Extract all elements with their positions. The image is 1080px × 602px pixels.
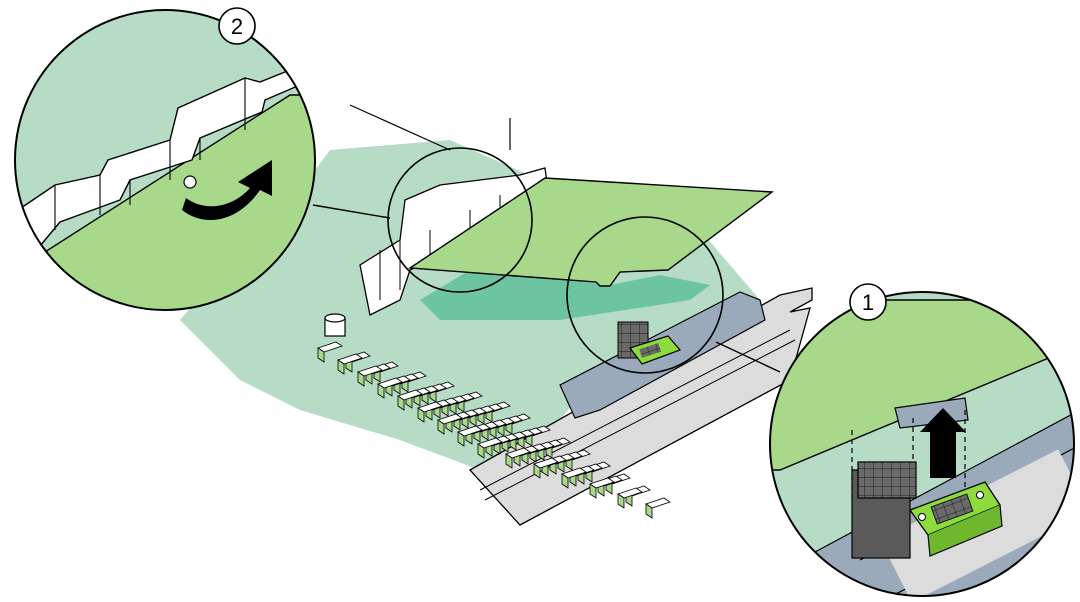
leader-line (349, 104, 511, 151)
memory-fin-side (477, 443, 485, 459)
memory-fin-side (317, 347, 325, 363)
memory-fins (317, 341, 671, 519)
memory-fin-side (377, 383, 385, 399)
memory-fin-side (589, 483, 597, 499)
board-connector (617, 321, 682, 365)
step-number-1: 1 (862, 290, 874, 315)
step-number-2: 2 (231, 14, 243, 39)
memory-fin-side (561, 473, 569, 489)
detail-circle-1 (566, 216, 724, 374)
detail-callout-1: 1 (769, 283, 1075, 597)
callout-line (312, 204, 391, 219)
memory-fin-side (533, 463, 541, 479)
step-badge-2 (218, 7, 256, 45)
memory-fin-side (397, 395, 405, 411)
memory-fin-side (457, 431, 465, 447)
memory-fin-side (645, 503, 653, 519)
curved-arrow-icon (182, 160, 272, 221)
expansion-board (407, 177, 774, 287)
detail-callout-2: 2 (14, 7, 316, 311)
detail-circle-2 (387, 147, 533, 293)
callout-line (715, 341, 781, 373)
memory-fin-side (617, 493, 625, 509)
memory-fin-side (437, 419, 445, 435)
step-badge-1 (849, 283, 887, 321)
main-assembly (180, 104, 813, 526)
memory-fin-side (505, 453, 513, 469)
memory-fin-side (337, 359, 345, 375)
board-shadow (420, 270, 710, 320)
memory-fin-side (417, 407, 425, 423)
memory-fin-side (357, 371, 365, 387)
up-arrow-icon (920, 408, 966, 478)
